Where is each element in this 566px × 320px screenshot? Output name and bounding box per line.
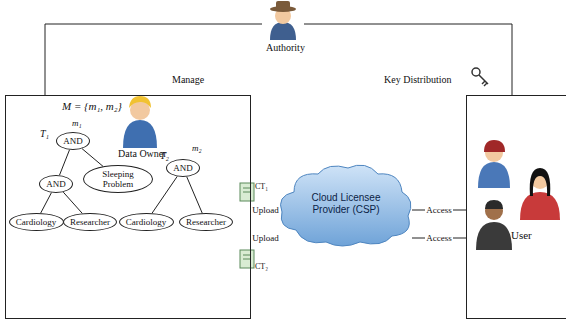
policy-ellipse: Cardiology [9, 213, 64, 231]
message-name: m₂ [192, 143, 202, 153]
policy-ellipse: AND [56, 132, 90, 150]
message-name: m₁ [72, 118, 82, 128]
key-wire [304, 24, 512, 95]
ciphertext-icon [240, 250, 254, 268]
region-box: User [466, 95, 566, 319]
ciphertext-label: CT₂ [255, 262, 268, 271]
manage-label: Manage [172, 74, 204, 85]
connector-line [59, 150, 69, 175]
edge-label: Access [425, 205, 453, 215]
attribute-text: Researcher [70, 217, 110, 227]
edge-label: Upload [251, 205, 280, 215]
cloud-shape: Cloud Licensee Provider (CSP) [276, 160, 416, 248]
attribute-text: Cardiology [16, 217, 57, 227]
cloud-label: Cloud Licensee Provider (CSP) [300, 192, 392, 216]
edge-label: Access [425, 233, 453, 243]
attribute-text: Sleeping Problem [90, 169, 146, 189]
message-set: M = {m₁, m₂} [62, 100, 122, 112]
connector-line [41, 193, 52, 213]
owner-label: Data Owner [118, 148, 167, 159]
connector-line [82, 149, 103, 167]
policy-ellipse: Researcher [63, 213, 117, 231]
tree-name: T₂ [160, 150, 169, 161]
connector-line [187, 177, 202, 213]
user-figure [478, 140, 510, 188]
policy-ellipse: AND [166, 159, 200, 177]
manage-wire [45, 24, 262, 95]
attribute-text: AND [46, 179, 66, 189]
ciphertext-icon [240, 183, 254, 201]
authority-figure [270, 1, 296, 40]
authority-label: Authority [266, 42, 305, 53]
policy-ellipse: Researcher [179, 213, 233, 231]
user-figure [520, 168, 560, 220]
attribute-text: Researcher [186, 217, 226, 227]
connector-line [63, 192, 82, 213]
user-figure [476, 200, 512, 250]
attribute-text: Cardiology [126, 217, 167, 227]
policy-ellipse: Sleeping Problem [83, 165, 153, 193]
ciphertext-label: CT₁ [255, 182, 268, 191]
policy-ellipse: AND [39, 175, 73, 193]
attribute-text: AND [63, 136, 83, 146]
attribute-text: AND [173, 163, 193, 173]
data-owner-figure [123, 96, 157, 148]
key-icon [472, 68, 488, 86]
connector-line [152, 176, 177, 213]
user-label: User [511, 229, 532, 241]
key-distribution-label: Key Distribution [384, 74, 452, 85]
edge-label: Upload [251, 233, 280, 243]
policy-ellipse: Cardiology [119, 213, 174, 231]
tree-name: T₁ [40, 128, 49, 139]
